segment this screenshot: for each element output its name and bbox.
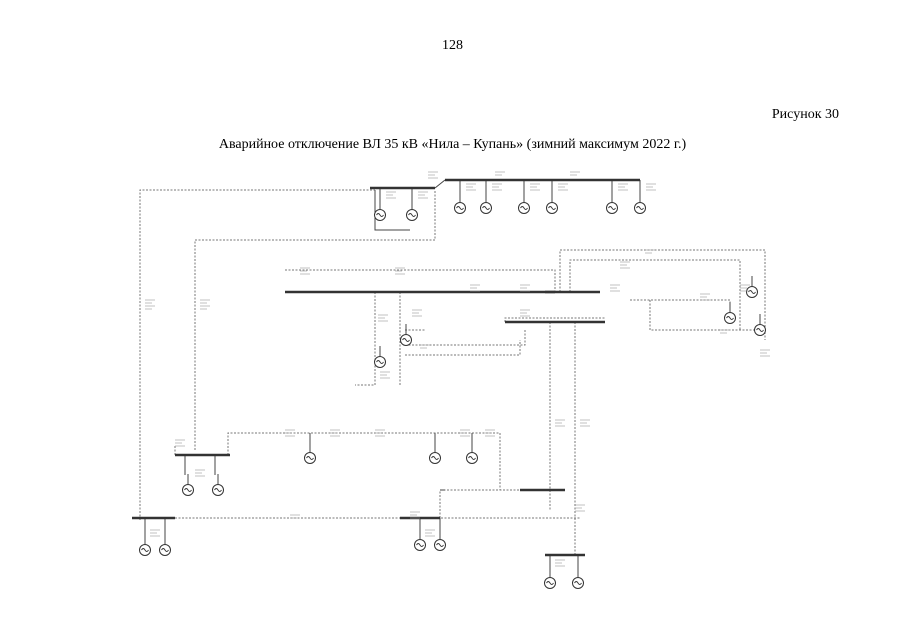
schematic-line: [569, 259, 741, 330]
generator-wave: [306, 456, 314, 460]
generator-icon: [480, 192, 492, 214]
schematic-line: [194, 190, 436, 450]
generator-wave: [756, 328, 764, 332]
generator-wave: [376, 213, 384, 217]
generator-wave: [574, 581, 582, 585]
generator-wave: [608, 206, 616, 210]
generator-icon: [754, 314, 766, 336]
generator-wave: [402, 338, 410, 342]
schematic-line: [405, 340, 521, 356]
schematic-line: [405, 330, 526, 346]
schematic-lines: [139, 179, 766, 568]
schematic-line: [434, 179, 446, 189]
schematic-line: [439, 489, 560, 518]
schematic-buses: [132, 178, 640, 557]
generator-icon: [544, 567, 556, 589]
generator-wave: [456, 206, 464, 210]
schematic-line: [649, 300, 765, 331]
generator-icon: [724, 302, 736, 324]
generator-icon: [159, 534, 171, 556]
generator-wave: [161, 548, 169, 552]
figure-label: Рисунок 30: [771, 107, 839, 122]
generator-icon: [374, 199, 386, 221]
generator-wave: [431, 456, 439, 460]
generator-icon: [466, 442, 478, 464]
schematic-line: [504, 317, 605, 322]
generator-icon: [606, 192, 618, 214]
generator-icon: [374, 346, 386, 368]
generator-icon: [518, 192, 530, 214]
generator-icon: [572, 567, 584, 589]
schematic-line: [355, 292, 376, 386]
page-number: 128: [442, 38, 463, 53]
generator-wave: [636, 206, 644, 210]
schematic-line: [285, 269, 556, 292]
generator-wave: [726, 316, 734, 320]
generator-icon: [139, 534, 151, 556]
generator-wave: [184, 488, 192, 492]
generator-icon: [414, 529, 426, 551]
schematic-line: [139, 189, 375, 520]
generator-wave: [141, 548, 149, 552]
schematic-line: [559, 249, 766, 340]
generator-wave: [376, 360, 384, 364]
generator-wave: [468, 456, 476, 460]
generator-wave: [546, 581, 554, 585]
generator-icon: [400, 324, 412, 346]
generator-icon: [429, 442, 441, 464]
schematic-labels: [145, 171, 770, 567]
generator-wave: [482, 206, 490, 210]
generator-icon: [182, 474, 194, 496]
schematic-line: [374, 190, 410, 231]
generator-wave: [548, 206, 556, 210]
generator-icon: [406, 199, 418, 221]
generator-wave: [416, 543, 424, 547]
generator-icon: [746, 276, 758, 298]
generator-wave: [214, 488, 222, 492]
schematic-line: [630, 299, 731, 310]
schematic-generators: [139, 192, 766, 589]
generator-icon: [454, 192, 466, 214]
generator-icon: [304, 442, 316, 464]
generator-icon: [546, 192, 558, 214]
schematic-line: [227, 432, 501, 490]
generator-wave: [520, 206, 528, 210]
figure-caption: Аварийное отключение ВЛ 35 кВ «Нила – Ку…: [218, 137, 687, 152]
generator-icon: [634, 192, 646, 214]
generator-icon: [212, 474, 224, 496]
generator-wave: [436, 543, 444, 547]
generator-wave: [408, 213, 416, 217]
generator-icon: [434, 529, 446, 551]
